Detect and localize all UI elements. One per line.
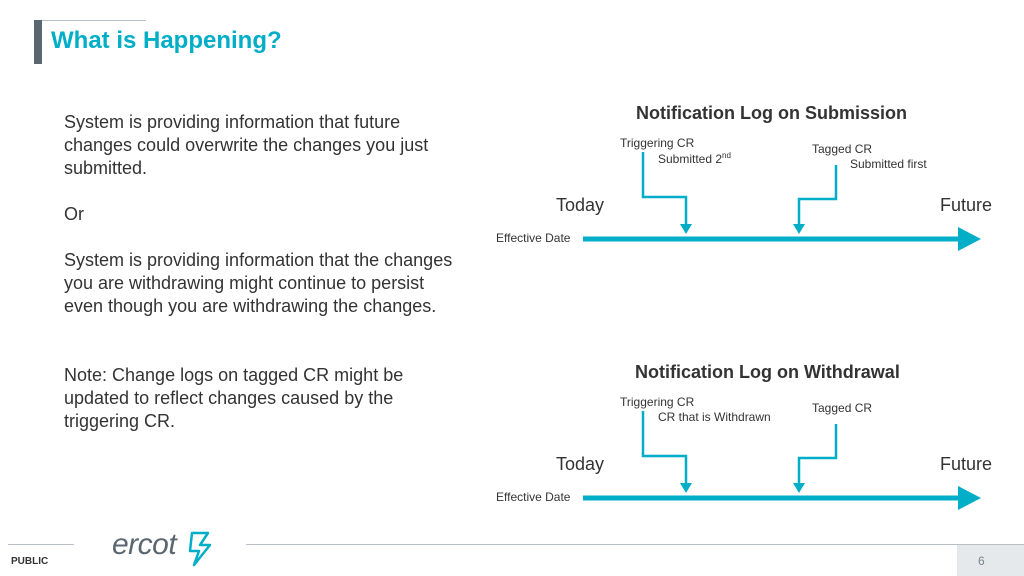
withdrawal-tagged-label: Tagged CR: [812, 401, 873, 415]
submission-triggering-sub: Submitted 2nd: [658, 151, 731, 166]
submission-tagged-arrowhead: [793, 224, 805, 234]
paragraph-2: System is providing information that the…: [64, 250, 453, 316]
submission-future-label: Future: [940, 195, 993, 215]
paragraph-note: Note: Change logs on tagged CR might be …: [64, 365, 404, 431]
submission-triggering-connector: [641, 152, 688, 226]
withdrawal-triggering-sub: CR that is Withdrawn: [658, 410, 771, 424]
title-top-rule: [42, 20, 146, 21]
submission-effective-date-label: Effective Date: [496, 231, 571, 245]
submission-timeline: [583, 152, 981, 251]
submission-triggering-arrowhead: [680, 224, 692, 234]
submission-future-arrowhead: [958, 227, 981, 251]
title-accent-bar: [34, 20, 42, 64]
withdrawal-timeline: [583, 411, 981, 510]
footer-rule-left: [8, 544, 74, 545]
ercot-logo-bolt-icon: [188, 531, 212, 567]
withdrawal-triggering-connector: [641, 411, 688, 485]
page-number: 6: [978, 554, 985, 568]
withdrawal-today-label: Today: [556, 454, 605, 474]
submission-diagram-title: Notification Log on Submission: [636, 103, 907, 123]
withdrawal-future-arrowhead: [958, 486, 981, 510]
withdrawal-triggering-arrowhead: [680, 483, 692, 493]
withdrawal-triggering-label: Triggering CR: [620, 395, 695, 409]
ercot-logo-text: ercot: [112, 528, 177, 561]
withdrawal-tagged-connector: [797, 424, 838, 485]
paragraph-or: Or: [64, 204, 84, 224]
submission-tagged-connector: [797, 165, 838, 226]
submission-triggering-label: Triggering CR: [620, 136, 695, 150]
submission-tagged-sub: Submitted first: [850, 157, 927, 171]
page-number-box: [957, 545, 1024, 576]
submission-tagged-label: Tagged CR: [812, 142, 873, 156]
withdrawal-future-label: Future: [940, 454, 993, 474]
footer-rule-right: [246, 544, 1024, 545]
submission-today-label: Today: [556, 195, 605, 215]
paragraph-1: System is providing information that fut…: [64, 112, 429, 178]
classification-label: PUBLIC: [11, 556, 49, 567]
withdrawal-tagged-arrowhead: [793, 483, 805, 493]
body-text: System is providing information that fut…: [64, 111, 454, 433]
withdrawal-diagram-title: Notification Log on Withdrawal: [635, 362, 900, 382]
slide-title: What is Happening?: [51, 27, 282, 54]
withdrawal-effective-date-label: Effective Date: [496, 490, 571, 504]
